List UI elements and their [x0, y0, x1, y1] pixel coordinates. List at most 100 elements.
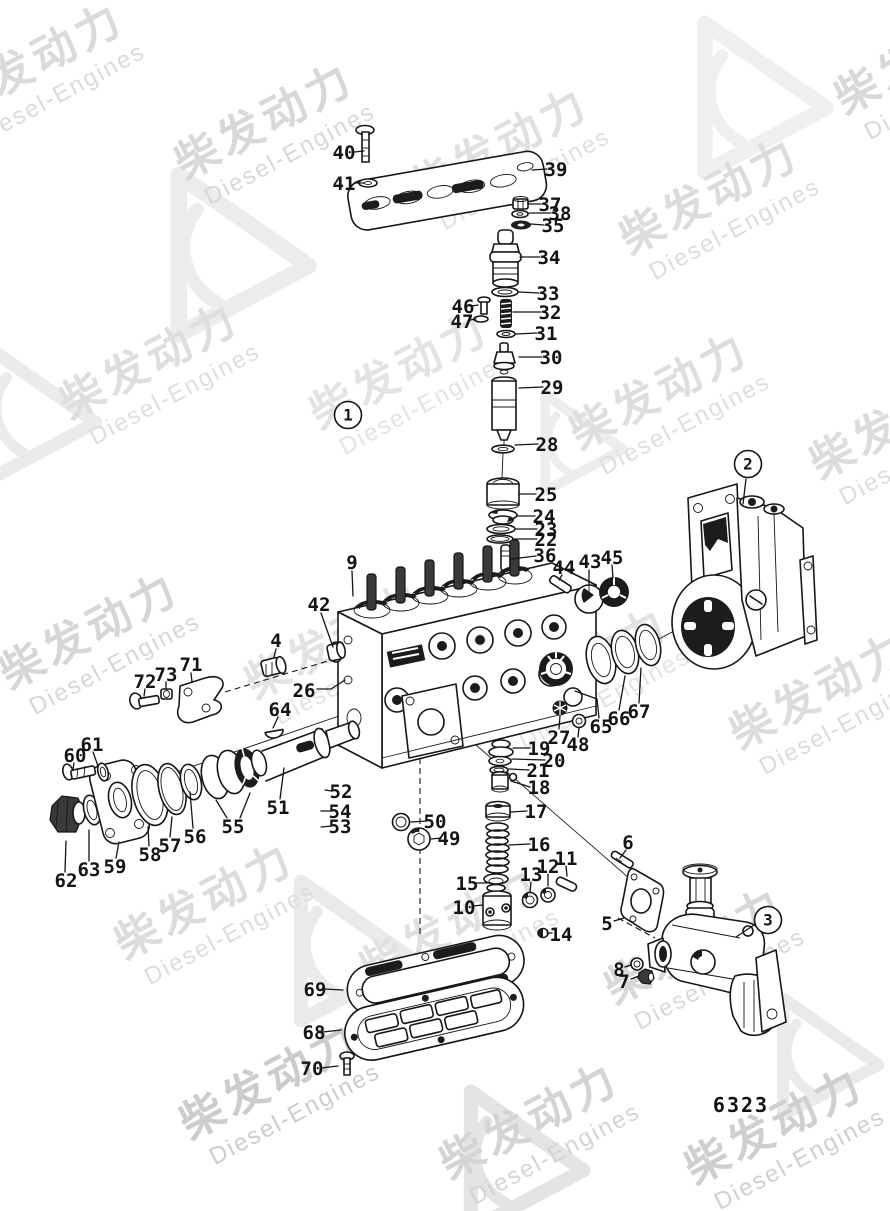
- callout-label-5: 5: [601, 913, 612, 935]
- callout-label-39: 39: [545, 159, 568, 181]
- part-camshaft-51: [261, 720, 361, 782]
- callout-2: 2: [733, 449, 763, 505]
- part-pin-44: [548, 575, 572, 594]
- callout-13: 13: [520, 864, 543, 893]
- callout-57: 57: [159, 816, 182, 857]
- part-gasket-5: [620, 867, 665, 933]
- callout-label-60: 60: [64, 745, 87, 767]
- callout-34: 34: [519, 247, 561, 269]
- callout-71: 71: [180, 654, 202, 683]
- part-nut-73: [160, 688, 173, 700]
- callout-label-59: 59: [104, 856, 127, 878]
- part-spring-seat-17: [485, 800, 511, 822]
- callout-label-6: 6: [622, 832, 633, 854]
- pump-mounting-pad: [401, 683, 464, 759]
- callout-51: 51: [267, 767, 289, 819]
- callout-45: 45: [601, 547, 623, 579]
- callout-label-56: 56: [184, 826, 207, 848]
- callout-39: 39: [531, 159, 568, 181]
- callout-47: 47: [451, 311, 477, 333]
- callout-68: 68: [303, 1022, 342, 1044]
- part-plug-42: [326, 641, 347, 662]
- callout-63: 63: [78, 829, 100, 881]
- callout-30: 30: [518, 347, 562, 369]
- callout-label-9: 9: [346, 552, 357, 574]
- callout-label-62: 62: [55, 870, 78, 892]
- callout-label-16: 16: [528, 834, 551, 856]
- callout-54: 54: [320, 801, 351, 823]
- part-feed-pump-3: [647, 863, 787, 1037]
- callout-label-41: 41: [333, 173, 356, 195]
- callout-59: 59: [104, 841, 127, 878]
- callout-label-4: 4: [270, 630, 281, 652]
- callout-1: 1: [333, 400, 363, 430]
- callout-label-68: 68: [303, 1022, 326, 1044]
- callout-22: 22: [513, 529, 557, 551]
- part-spring-32: [500, 299, 512, 328]
- part-delivery-valve-holder-34: [489, 229, 522, 288]
- callout-label-55: 55: [222, 816, 245, 838]
- callout-61: 61: [81, 734, 103, 767]
- callout-label-1: 1: [343, 406, 353, 425]
- callout-21: 21: [508, 760, 549, 782]
- part-cover-screw-40: [355, 124, 375, 163]
- callout-58: 58: [139, 826, 162, 866]
- callout-17: 17: [510, 801, 548, 823]
- callout-label-11: 11: [555, 848, 578, 870]
- callout-20: 20: [511, 750, 565, 772]
- callout-label-48: 48: [567, 734, 590, 756]
- callout-label-50: 50: [424, 811, 447, 833]
- callout-60: 60: [64, 745, 87, 770]
- figure-number: 6323: [713, 1093, 769, 1117]
- part-nut-37: [512, 196, 529, 210]
- callout-label-18: 18: [528, 777, 551, 799]
- part-tappet-10: [482, 890, 512, 931]
- callout-5: 5: [601, 913, 625, 935]
- callout-label-53: 53: [329, 816, 352, 838]
- callout-8: 8: [613, 959, 632, 981]
- callout-19: 19: [512, 738, 551, 760]
- callout-42: 42: [308, 594, 334, 648]
- callout-label-35: 35: [542, 215, 565, 237]
- callout-33: 33: [518, 283, 559, 305]
- part-bracket-71: [177, 675, 224, 724]
- callout-41: 41: [333, 173, 365, 195]
- callout-67: 67: [628, 667, 650, 723]
- callout-43: 43: [579, 551, 601, 586]
- part-spring-seat-24: [488, 509, 518, 525]
- callout-11: 11: [555, 848, 578, 877]
- callout-label-13: 13: [520, 864, 543, 886]
- callout-label-14: 14: [550, 924, 573, 946]
- part-washer-28: [491, 444, 515, 479]
- part-seal-35: [511, 220, 531, 230]
- part-bushing-12: [540, 887, 556, 903]
- callout-55: 55: [215, 792, 251, 838]
- callout-10: 10: [453, 897, 484, 919]
- callout-label-3: 3: [763, 911, 773, 930]
- callout-label-73: 73: [155, 664, 178, 686]
- callout-16: 16: [508, 834, 551, 856]
- callout-label-37: 37: [539, 194, 562, 216]
- callout-14: 14: [546, 924, 573, 946]
- callout-label-25: 25: [535, 484, 558, 506]
- callout-9: 9: [346, 552, 358, 597]
- callout-label-38: 38: [549, 203, 572, 225]
- callout-label-34: 34: [538, 247, 561, 269]
- part-screw-70: [339, 1051, 355, 1076]
- callout-label-57: 57: [159, 835, 182, 857]
- callout-label-19: 19: [528, 738, 551, 760]
- part-top-cover-39: [347, 150, 548, 231]
- callout-label-58: 58: [139, 844, 162, 866]
- callout-label-17: 17: [525, 801, 548, 823]
- callout-3: 3: [735, 905, 783, 938]
- callout-label-28: 28: [536, 434, 559, 456]
- callout-label-8: 8: [613, 959, 624, 981]
- watermark-logo: [643, 0, 826, 172]
- callout-15: 15: [456, 873, 488, 895]
- callout-53: 53: [320, 816, 352, 838]
- part-ring-22: [486, 534, 514, 544]
